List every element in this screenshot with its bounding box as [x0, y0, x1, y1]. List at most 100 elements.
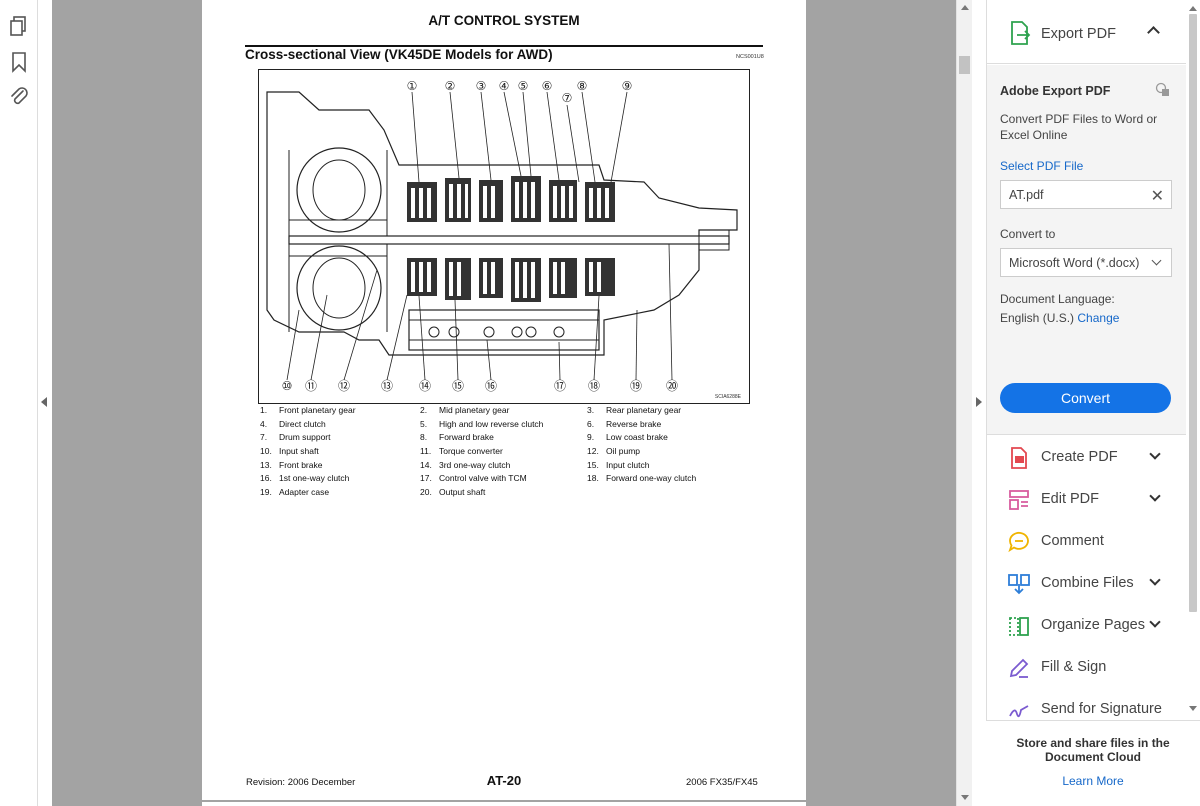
doc-language-value: English (U.S.): [1000, 311, 1075, 325]
legend-number: 16.: [260, 473, 272, 484]
copy-icon[interactable]: [1155, 82, 1171, 98]
chevron-down-icon[interactable]: [1149, 448, 1161, 460]
legend-text: Output shaft: [439, 487, 486, 498]
panel-scroll-thumb[interactable]: [1189, 14, 1197, 612]
callout-7: ⑦: [562, 91, 573, 105]
legend-text: Forward brake: [439, 432, 494, 443]
legend-item: 17.Control valve with TCM: [420, 473, 527, 483]
left-panel-toggle[interactable]: [38, 0, 52, 806]
chevron-down-icon[interactable]: [1149, 616, 1161, 628]
tool-label: Edit PDF: [1041, 491, 1100, 507]
legend-text: Low coast brake: [606, 432, 668, 443]
legend-text: Control valve with TCM: [439, 473, 527, 484]
legend-number: 8.: [420, 432, 428, 443]
tool-create-pdf[interactable]: Create PDF: [987, 438, 1187, 478]
chevron-down-icon[interactable]: [1149, 574, 1161, 586]
tool-combine-files[interactable]: Combine Files: [987, 564, 1187, 604]
tool-send-signature[interactable]: Send for Signature: [987, 690, 1187, 730]
legend-item: 14.3rd one-way clutch: [420, 460, 510, 470]
panel-scrollbar[interactable]: [1186, 0, 1200, 720]
legend-item: 4.Direct clutch: [260, 419, 326, 429]
legend-item: 19.Adapter case: [260, 487, 329, 497]
chevron-down-icon[interactable]: [1149, 490, 1161, 502]
adobe-export-title: Adobe Export PDF: [1000, 84, 1111, 98]
scroll-thumb[interactable]: [959, 56, 970, 74]
document-scrollbar[interactable]: [956, 0, 972, 806]
scroll-down-icon[interactable]: [961, 795, 969, 800]
legend-item: 6.Reverse brake: [587, 419, 661, 429]
document-viewer[interactable]: A/T CONTROL SYSTEM Cross-sectional View …: [52, 0, 956, 806]
tool-fill-sign[interactable]: Fill & Sign: [987, 648, 1187, 688]
callout-14: ⑭: [419, 379, 431, 393]
section-title: Cross-sectional View (VK45DE Models for …: [245, 47, 553, 62]
legend-text: Direct clutch: [279, 418, 326, 429]
legend-number: 7.: [260, 432, 268, 443]
legend-number: 5.: [420, 418, 428, 429]
legend-item: 18.Forward one-way clutch: [587, 473, 696, 483]
pdf-page: A/T CONTROL SYSTEM Cross-sectional View …: [202, 0, 806, 800]
legend-item: 8. Forward brake: [420, 432, 494, 442]
panel-scroll-up-icon[interactable]: [1189, 6, 1197, 11]
attachment-icon[interactable]: [9, 85, 29, 107]
legend-text: Front planetary gear: [279, 405, 356, 415]
legend-number: 1.: [260, 405, 268, 415]
change-language-link[interactable]: Change: [1077, 311, 1120, 325]
tool-label: Combine Files: [1041, 575, 1134, 591]
doc-language-label: Document Language:: [1000, 292, 1115, 306]
legend-text: Reverse brake: [606, 418, 662, 429]
legend-number: 3.: [587, 405, 595, 415]
tool-comment[interactable]: Comment: [987, 522, 1187, 562]
legend-item: 5.High and low reverse clutch: [420, 419, 543, 429]
tool-organize-pages[interactable]: Organize Pages: [987, 606, 1187, 646]
tool-label: Organize Pages: [1041, 617, 1145, 633]
legend-item: 10.Input shaft: [260, 446, 319, 456]
legend-number: 9.: [587, 432, 595, 443]
file-name: AT.pdf: [1009, 188, 1044, 202]
scroll-up-icon[interactable]: [961, 5, 969, 10]
tool-edit-pdf[interactable]: Edit PDF: [987, 480, 1187, 520]
legend-item: 7.Drum support: [260, 432, 331, 442]
export-description: Convert PDF Files to Word or Excel Onlin…: [1000, 112, 1158, 142]
callout-6: ⑥: [542, 79, 553, 93]
callout-18: ⑱: [588, 379, 600, 393]
bookmark-icon[interactable]: [9, 51, 29, 73]
panel-scroll-down-icon[interactable]: [1189, 706, 1197, 711]
convert-to-dropdown[interactable]: Microsoft Word (*.docx): [1000, 248, 1172, 277]
select-pdf-file-link[interactable]: Select PDF File: [1000, 159, 1084, 173]
convert-to-label: Convert to: [1000, 227, 1056, 241]
legend-row: 1. Front planetary gear 2.Mid planetary ge…: [260, 405, 750, 419]
export-pdf-header[interactable]: Export PDF: [987, 0, 1187, 64]
page-number: AT-20: [486, 773, 522, 788]
right-panel-toggle[interactable]: [972, 0, 986, 806]
callout-11: ⑪: [305, 379, 317, 393]
callout-19: ⑲: [630, 379, 642, 393]
callout-16: ⑯: [485, 379, 497, 393]
transmission-drawing: ① ② ③ ④ ⑤ ⑥ ⑦ ⑧ ⑨ ⑩ ⑪ ⑫ ⑬ ⑭ ⑮ ⑯ ⑰: [266, 79, 738, 393]
legend-item: 12.Oil pump: [587, 446, 640, 456]
tool-label: Create PDF: [1041, 449, 1118, 465]
legend-number: 10.: [260, 446, 272, 457]
reference-code: NCS001U8: [736, 54, 764, 60]
callout-15: ⑮: [452, 379, 464, 393]
tool-label: Comment: [1041, 533, 1104, 549]
chevron-up-icon[interactable]: [1147, 26, 1160, 39]
convert-button[interactable]: Convert: [1000, 383, 1171, 413]
selected-file-field[interactable]: AT.pdf ✕: [1000, 180, 1172, 209]
clear-file-icon[interactable]: ✕: [1150, 188, 1164, 205]
legend-text: 3rd one-way clutch: [439, 459, 511, 470]
comment-icon: [1007, 530, 1031, 554]
legend-number: 18.: [587, 473, 599, 484]
next-page-edge: [202, 800, 806, 806]
send-signature-icon: [1007, 698, 1031, 722]
page-thumbnails-icon[interactable]: [9, 15, 29, 37]
legend-item: 2.Mid planetary gear: [420, 405, 509, 415]
legend-text: Input clutch: [606, 459, 650, 470]
learn-more-link[interactable]: Learn More: [1062, 774, 1124, 788]
legend-text: Torque converter: [439, 446, 503, 457]
model-footer: 2006 FX35/FX45: [686, 777, 758, 788]
export-pdf-icon: [1011, 21, 1031, 45]
figure-code: SCIA6288E: [714, 394, 741, 400]
